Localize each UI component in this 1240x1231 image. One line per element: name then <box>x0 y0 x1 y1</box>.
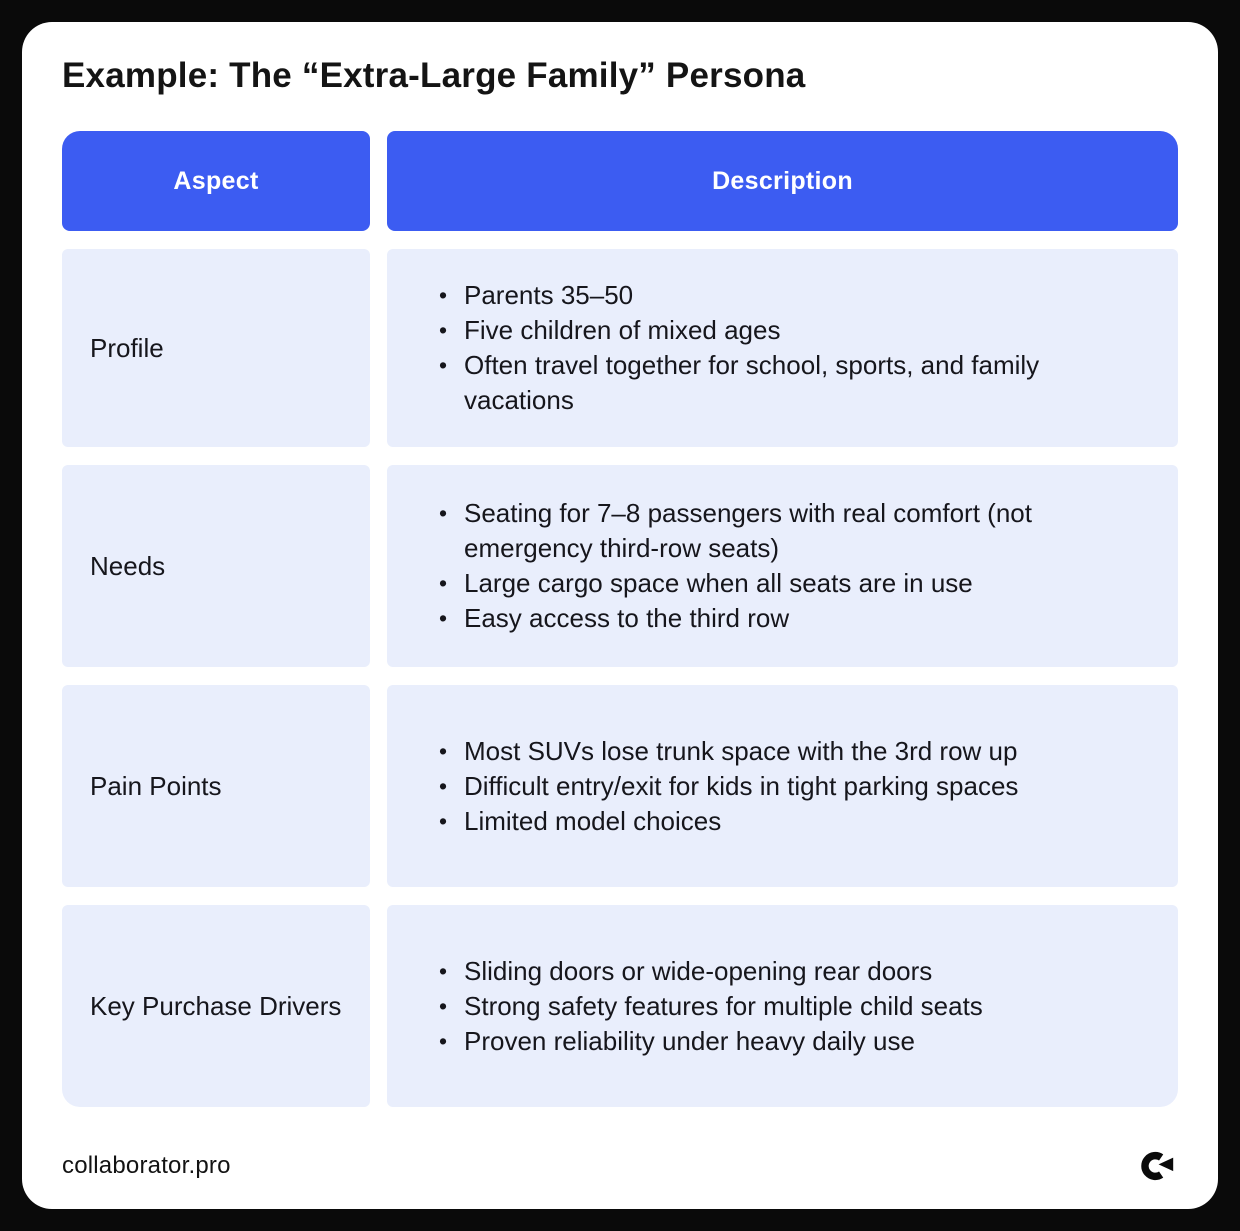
column-header-aspect: Aspect <box>62 131 370 231</box>
aspect-cell-pain-points: Pain Points <box>62 685 370 887</box>
site-name: collaborator.pro <box>62 1152 231 1179</box>
bullet-list: Seating for 7–8 passengers with real com… <box>437 496 1142 636</box>
collaborator-logo-icon <box>1140 1148 1176 1184</box>
persona-card: Example: The “Extra-Large Family” Person… <box>22 22 1218 1209</box>
description-cell-profile: Parents 35–50 Five children of mixed age… <box>387 249 1178 447</box>
description-cell-needs: Seating for 7–8 passengers with real com… <box>387 465 1178 667</box>
bullet-item: Proven reliability under heavy daily use <box>437 1024 1142 1059</box>
bullet-item: Difficult entry/exit for kids in tight p… <box>437 769 1142 804</box>
bullet-item: Large cargo space when all seats are in … <box>437 566 1142 601</box>
aspect-cell-profile: Profile <box>62 249 370 447</box>
bullet-item: Limited model choices <box>437 804 1142 839</box>
bullet-item: Parents 35–50 <box>437 278 1142 313</box>
page-title: Example: The “Extra-Large Family” Person… <box>62 56 806 95</box>
bullet-list: Parents 35–50 Five children of mixed age… <box>437 278 1142 418</box>
bullet-item: Easy access to the third row <box>437 601 1142 636</box>
description-cell-pain-points: Most SUVs lose trunk space with the 3rd … <box>387 685 1178 887</box>
bullet-item: Sliding doors or wide-opening rear doors <box>437 954 1142 989</box>
description-cell-key-purchase-drivers: Sliding doors or wide-opening rear doors… <box>387 905 1178 1107</box>
bullet-item: Seating for 7–8 passengers with real com… <box>437 496 1142 566</box>
column-header-description: Description <box>387 131 1178 231</box>
bullet-item: Five children of mixed ages <box>437 313 1142 348</box>
aspect-cell-needs: Needs <box>62 465 370 667</box>
bullet-item: Often travel together for school, sports… <box>437 348 1142 418</box>
bullet-list: Sliding doors or wide-opening rear doors… <box>437 954 1142 1059</box>
aspect-cell-key-purchase-drivers: Key Purchase Drivers <box>62 905 370 1107</box>
bullet-item: Most SUVs lose trunk space with the 3rd … <box>437 734 1142 769</box>
footer: collaborator.pro <box>62 1148 1178 1184</box>
bullet-item: Strong safety features for multiple chil… <box>437 989 1142 1024</box>
persona-table: Aspect Description Profile Parents 35–50… <box>62 131 1178 1107</box>
bullet-list: Most SUVs lose trunk space with the 3rd … <box>437 734 1142 839</box>
